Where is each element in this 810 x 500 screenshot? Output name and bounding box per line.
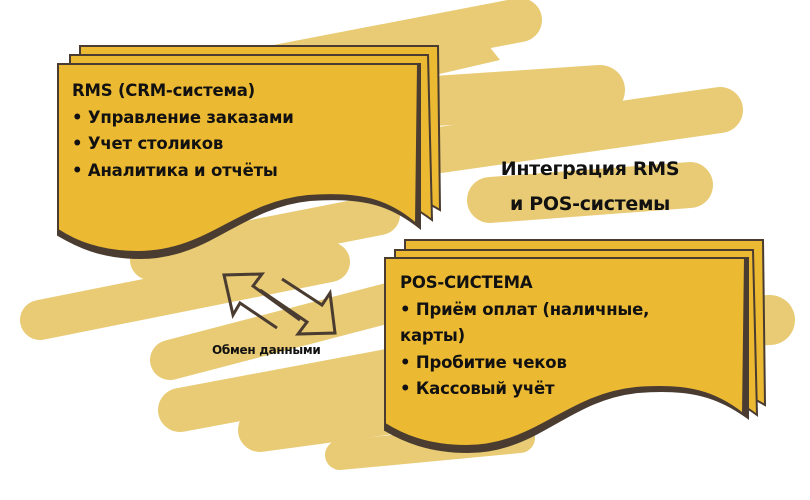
- rms-item-analytics: • Аналитика и отчёты: [72, 160, 278, 180]
- rms-card-title: RMS (CRM-система): [72, 81, 256, 100]
- rms-card: RMS (CRM-система) • Управление заказами …: [72, 78, 294, 184]
- pos-item-payments-cont: карты): [400, 326, 465, 345]
- diagram-title-line-2: и POS-системы: [509, 193, 671, 215]
- data-exchange-label: Обмен данными: [212, 343, 321, 357]
- rms-item-orders: • Управление заказами: [72, 107, 294, 127]
- pos-item-cash-accounting: • Кассовый учёт: [400, 379, 555, 398]
- pos-card-stack: [384, 239, 767, 454]
- pos-card: POS-СИСТЕМА • Приём оплат (наличные, кар…: [400, 270, 649, 403]
- pos-item-payments: • Приём оплат (наличные,: [400, 299, 650, 319]
- bidirectional-arrows-icon: [222, 272, 337, 336]
- diagram-title: Интеграция RMS и POS-системы: [470, 152, 710, 222]
- pos-card-title: POS-СИСТЕМА: [400, 273, 533, 292]
- rms-item-tables: • Учет столиков: [72, 134, 224, 153]
- rms-card-stack: [57, 45, 442, 260]
- pos-item-receipts: • Пробитие чеков: [400, 352, 567, 372]
- diagram-title-line-1: Интеграция RMS: [500, 158, 680, 180]
